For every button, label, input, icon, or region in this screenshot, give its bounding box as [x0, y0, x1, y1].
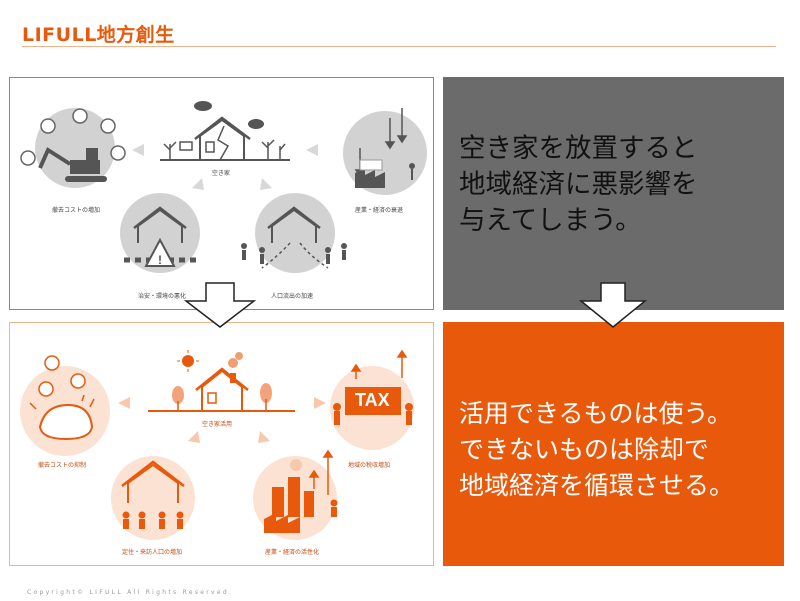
tax-sign: TAX	[355, 390, 390, 410]
center-label: 空き家	[212, 170, 231, 177]
down-arrow-icon	[183, 282, 257, 328]
label-economy-revitalization: 産業・経済の活性化	[265, 549, 320, 556]
vacant-house-drawing: !	[20, 101, 427, 273]
label-removal-cost-increase: 撤去コストの増加	[52, 207, 101, 214]
copyright: Copyright© LIFULL All Rights Reserved.	[27, 589, 234, 596]
solution-message-panel: 活用できるものは使う。 できないものは除却で 地域経済を循環させる。	[443, 322, 784, 566]
label-removal-cost-suppression: 撤去コストの抑制	[38, 462, 87, 469]
svg-text:!: !	[158, 253, 162, 267]
solution-message: 活用できるものは使う。 できないものは除却で 地域経済を循環させる。	[459, 399, 735, 500]
house-reuse-drawing	[20, 349, 414, 540]
down-arrow-icon	[578, 282, 648, 328]
vacant-house-illustration: ! 空き家 撤去コストの増加 産業・経済の衰退 治安・環境の悪化 人口流出の加速	[9, 77, 434, 310]
label-safety-decline: 治安・環境の悪化	[138, 293, 187, 300]
house-reuse-illustration: TAX 空き家活用 撤去コストの抑制 地域の税収増加 定住・来訪人口の増加 産業…	[9, 322, 434, 566]
problem-message-panel: 空き家を放置すると 地域経済に悪影響を 与えてしまう。	[443, 77, 784, 310]
page-title: LIFULL地方創生	[22, 24, 175, 46]
label-resident-increase: 定住・来訪人口の増加	[122, 549, 183, 556]
problem-message: 空き家を放置すると 地域経済に悪影響を 与えてしまう。	[459, 133, 698, 236]
center-label: 空き家活用	[202, 421, 233, 428]
label-population-outflow: 人口流出の加速	[271, 293, 314, 300]
label-tax-revenue-increase: 地域の税収増加	[348, 462, 391, 469]
label-economy-decline: 産業・経済の衰退	[355, 207, 404, 214]
title-divider	[22, 46, 776, 47]
